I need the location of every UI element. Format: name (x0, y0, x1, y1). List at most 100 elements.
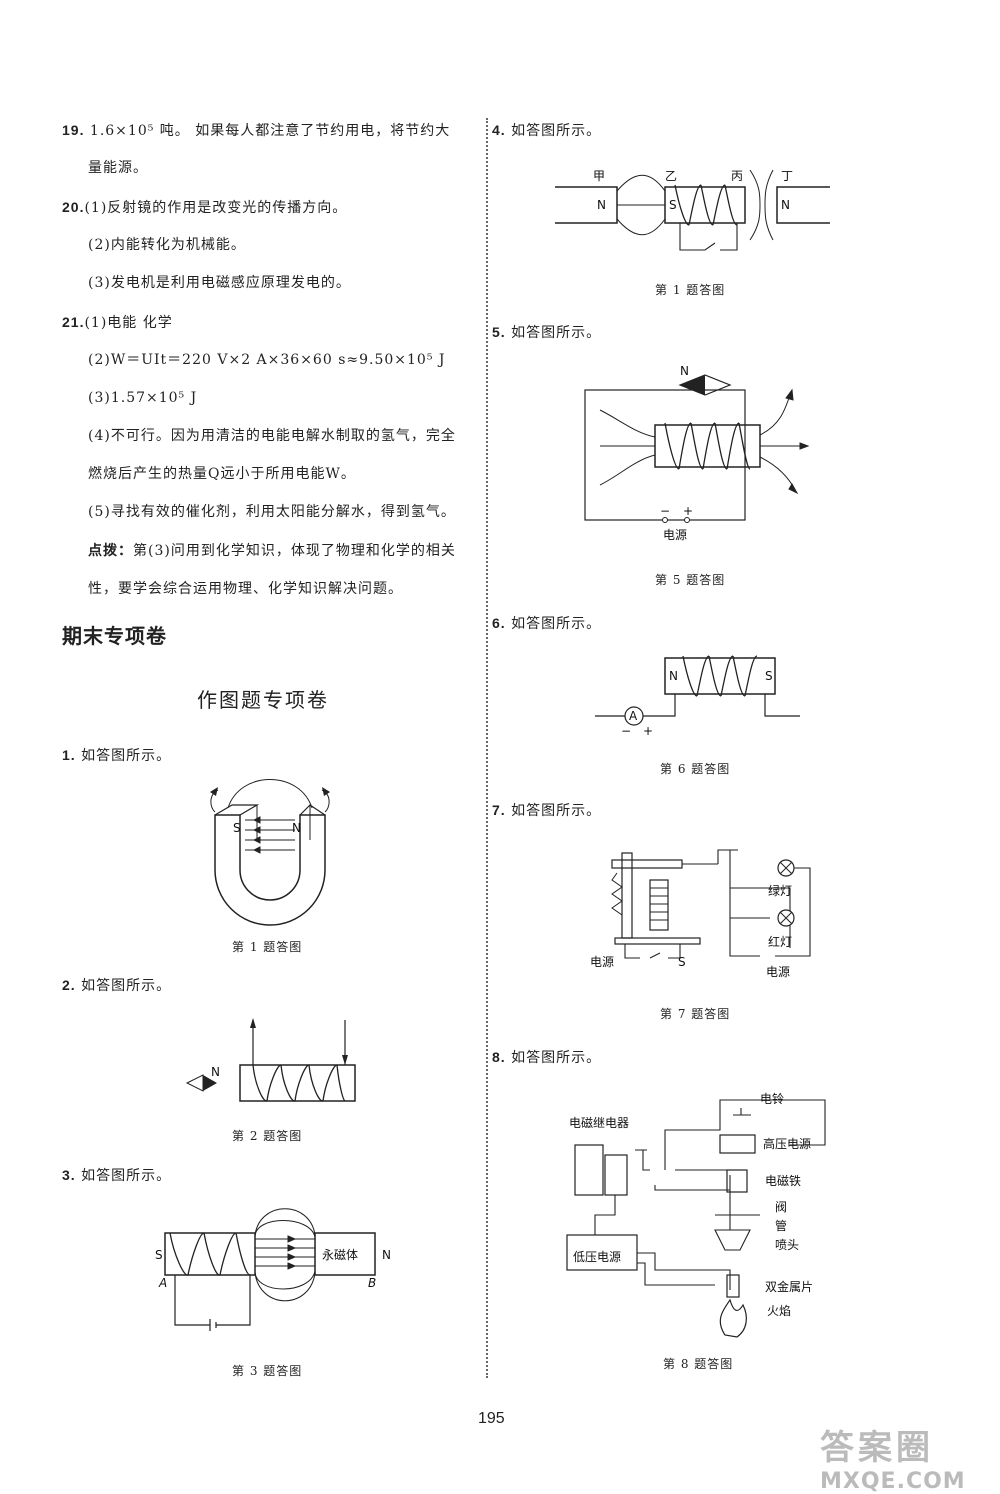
d1-label-N: N (292, 821, 301, 835)
bimetal-strip (726, 1274, 740, 1298)
d8-label-valve: 阀 (775, 1200, 787, 1214)
field-line-outer (227, 779, 313, 809)
watermark: 答案圈 MXQE.COM (820, 1420, 966, 1494)
d8-label-lv: 低压电源 (573, 1250, 621, 1264)
d3-label-N: N (382, 1248, 391, 1262)
d8-label-pipe: 管 (775, 1218, 787, 1233)
high-voltage-source (719, 1134, 756, 1154)
d3-heading: 3. 如答图所示。 (62, 1165, 171, 1186)
q21-part1: (1)电能 化学 (84, 315, 173, 331)
relay-coil (649, 879, 669, 931)
q21-number: 21. (62, 314, 85, 330)
d3-label-B: B (368, 1276, 376, 1290)
d4-label-N2: N (781, 198, 790, 212)
d2-text: 如答图所示。 (81, 978, 172, 994)
compass-needle-right (203, 1075, 217, 1091)
d5-label-minus: − (660, 504, 670, 518)
d8-relay-frame (604, 1154, 628, 1196)
d4-circuit (679, 223, 738, 251)
d8-label-bell: 电铃 (760, 1091, 784, 1106)
q21-part2: (2)W＝UIt＝220 V×2 A×36×60 s≈9.50×10⁵ J (88, 352, 446, 368)
watermark-line2: MXQE.COM (820, 1469, 966, 1494)
q20-number: 20. (62, 199, 85, 215)
d7-label-power1: 电源 (590, 955, 614, 969)
q21-part4: (4)不可行。因为用清洁的电能电解水制取的氢气，完全 (88, 428, 456, 444)
coil-core (164, 1232, 256, 1276)
d7-label-red: 红灯 (768, 934, 792, 949)
d2-caption: 第 2 题答图 (232, 1129, 303, 1143)
d1-caption: 第 1 题答图 (232, 940, 303, 954)
d3-label-magnet: 永磁体 (322, 1247, 358, 1262)
d7-text: 如答图所示。 (511, 803, 602, 819)
d8-label-em: 电磁铁 (765, 1173, 801, 1188)
d2-heading: 2. 如答图所示。 (62, 975, 171, 996)
field-lines-inner (245, 816, 295, 854)
d5-label-plus: + (683, 504, 693, 518)
d8-text: 如答图所示。 (511, 1050, 602, 1066)
lead-arrow-right (342, 1055, 348, 1065)
green-light-cross (779, 861, 793, 875)
figure-2-solenoid: N (185, 1018, 356, 1102)
q19-text: 1.6×10⁵ 吨。 如果每人都注意了节约用电，将节约大 (89, 123, 451, 139)
column-divider (486, 118, 488, 1378)
q21-part3: (3)1.57×10⁵ J (88, 390, 198, 406)
d3-field-lines (255, 1235, 315, 1270)
red-light-cross (779, 911, 793, 925)
q19-number: 19. (62, 122, 85, 138)
compass-needle-left (185, 1074, 204, 1092)
d4-field-bing-ding (749, 169, 774, 241)
q19-line2: 量能源。 (88, 160, 148, 176)
d8-bell-wiring (664, 1099, 826, 1170)
d8-relay-contacts (635, 1149, 650, 1171)
d3-outer-field (254, 1208, 316, 1302)
q21-part5: (5)寻找有效的催化剂，利用太阳能分解水，得到氢气。 (88, 504, 456, 520)
d1-label-S: S (233, 821, 241, 835)
lead-arrow-left (250, 1018, 256, 1028)
d6-caption: 第 6 题答图 (660, 762, 731, 776)
d5-text: 如答图所示。 (511, 325, 602, 341)
d6-coil-turns (682, 655, 758, 697)
d2-number: 2. (62, 977, 76, 993)
relay-coil-lines (650, 887, 668, 921)
d3-number: 3. (62, 1167, 76, 1183)
sub-title: 作图题专项卷 (197, 688, 329, 712)
d5-number: 5. (492, 324, 506, 340)
d2-label-N: N (211, 1065, 220, 1079)
d4-coil-turns (674, 184, 738, 226)
terminal-plus (684, 517, 690, 523)
section-title: 期末专项卷 (62, 624, 167, 648)
d5-compass (678, 374, 732, 396)
d6-label-minus: − (621, 724, 631, 738)
d8-caption: 第 8 题答图 (663, 1357, 734, 1371)
d7-control-circuit (624, 944, 681, 959)
d7-caption: 第 7 题答图 (660, 1007, 731, 1021)
magnet-jia (555, 186, 618, 224)
d5-label-N: N (680, 364, 689, 378)
d7-heading: 7. 如答图所示。 (492, 800, 601, 821)
figure-8-fire-alarm: 电磁继电器 电铃 高压电源 电磁铁 阀 管 喷头 低压电源 双金属片 火焰 (566, 1091, 826, 1338)
page-number: 195 (478, 1410, 505, 1427)
tip-text1: 第(3)问用到化学知识，体现了物理和化学的相关 (133, 543, 456, 559)
flame-icon (719, 1298, 747, 1338)
arrowhead-left (210, 787, 218, 796)
permanent-magnet (314, 1232, 376, 1276)
valve-and-nozzle (714, 1214, 760, 1251)
figure-4-magnets: 甲 乙 丙 丁 N S N (555, 169, 830, 251)
bell-symbol (733, 1099, 751, 1116)
coil-turns (252, 1064, 346, 1102)
d7-label-power2: 电源 (766, 965, 790, 979)
d1-number: 1. (62, 747, 76, 763)
d6-heading: 6. 如答图所示。 (492, 613, 601, 634)
q21-line1: 21.(1)电能 化学 (62, 312, 173, 333)
relay-spring (611, 872, 623, 916)
d1-text: 如答图所示。 (81, 748, 172, 764)
relay-post (621, 852, 633, 939)
d8-heading: 8. 如答图所示。 (492, 1047, 601, 1068)
d5-label-power: 电源 (663, 528, 687, 542)
d4-field-jia-yi (616, 174, 666, 236)
d8-relay-coil (574, 1144, 604, 1196)
d4-text: 如答图所示。 (511, 123, 602, 139)
d4-label-jia: 甲 (593, 169, 605, 183)
electromagnet (726, 1169, 748, 1193)
